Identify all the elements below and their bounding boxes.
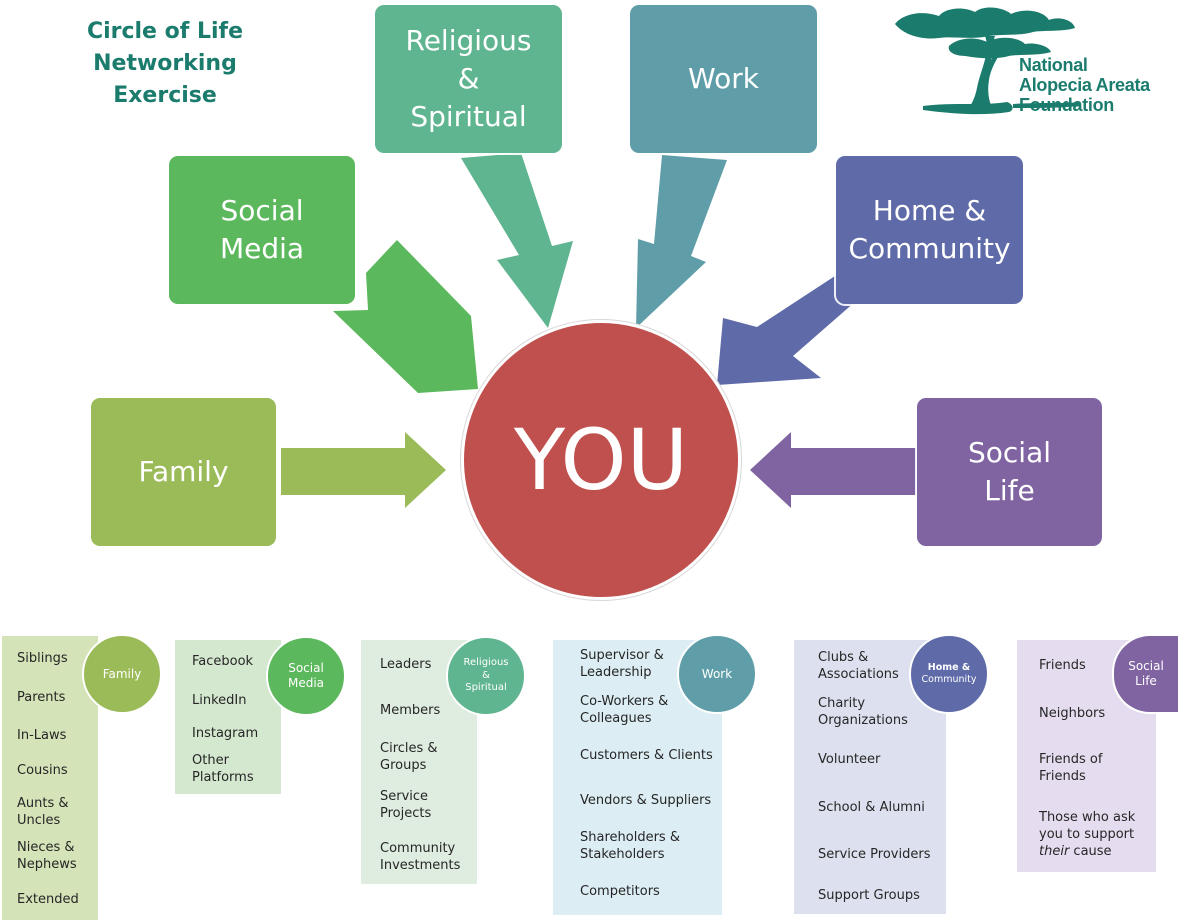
work-item: Vendors & Suppliers bbox=[580, 793, 712, 808]
you-circle: YOU bbox=[461, 320, 741, 600]
title-line-1: Circle of Life bbox=[86, 19, 244, 44]
panel-social-media-bg bbox=[175, 640, 281, 794]
foundation-name: National Alopecia Areata Foundation bbox=[1019, 55, 1150, 115]
home-community-item: Volunteer bbox=[818, 752, 881, 767]
panel-family-circle: Family bbox=[82, 634, 162, 714]
work-item: Shareholders & Stakeholders bbox=[580, 830, 680, 862]
panel-religious-circle: Religious & Spiritual bbox=[446, 636, 526, 716]
social-media-item: Instagram bbox=[192, 726, 259, 741]
family-item: In-Laws bbox=[17, 728, 67, 743]
social-media-item: Other Platforms bbox=[192, 753, 254, 785]
category-box-social-media: Social Media bbox=[169, 156, 355, 304]
panel-religious-circle-label-2: & bbox=[482, 669, 490, 681]
category-religious-label-2: & bbox=[457, 62, 480, 95]
category-religious-label-1: Religious bbox=[405, 24, 532, 57]
family-item: Siblings bbox=[17, 651, 68, 666]
family-item: Aunts & Uncles bbox=[17, 796, 69, 828]
title-line-2: Networking Exercise bbox=[93, 51, 237, 108]
social-life-item: Friends bbox=[1039, 658, 1086, 673]
arrow-family bbox=[281, 432, 446, 508]
social-life-item: Friends of Friends bbox=[1039, 752, 1103, 784]
family-item: Cousins bbox=[17, 763, 68, 778]
category-social-life-label-1: Social bbox=[967, 436, 1051, 469]
panel-religious-circle-label-3: Spiritual bbox=[465, 682, 507, 694]
work-item: Supervisor & Leadership bbox=[580, 648, 664, 680]
panel-work-circle: Work bbox=[677, 634, 757, 714]
panel-family-circle-label: Family bbox=[102, 666, 142, 681]
home-community-item: Support Groups bbox=[818, 888, 920, 903]
religious-item: Service Projects bbox=[380, 789, 432, 821]
panel-religious-circle-label-1: Religious bbox=[463, 657, 509, 669]
religious-item: Circles & Groups bbox=[380, 741, 438, 773]
social-life-item: Those who ask you to support their cause bbox=[1039, 810, 1136, 859]
religious-item: Leaders bbox=[380, 657, 432, 672]
arrow-religious bbox=[461, 153, 573, 328]
social-media-item: LinkedIn bbox=[192, 693, 247, 708]
category-box-home-community: Home & Community bbox=[836, 156, 1023, 304]
panel-social-life-circle-label-1: Social bbox=[1128, 659, 1164, 673]
panel-home-community-circle-label-2: Community bbox=[921, 674, 977, 685]
work-item: Customers & Clients bbox=[580, 748, 713, 763]
arrow-work bbox=[636, 155, 727, 328]
logo-line-1: National bbox=[1019, 55, 1088, 75]
category-box-social-life: Social Life bbox=[917, 398, 1102, 546]
home-community-item: School & Alumni bbox=[818, 800, 925, 815]
home-community-item: Charity Organizations bbox=[818, 696, 908, 728]
category-religious-label-3: Spiritual bbox=[410, 100, 527, 133]
panel-home-community-circle-label-1: Home & bbox=[927, 662, 971, 674]
religious-item: Members bbox=[380, 703, 441, 718]
panel-social-media-circle: Social Media bbox=[266, 636, 346, 716]
panel-social-media-circle-label-1: Social bbox=[288, 661, 324, 675]
category-box-religious: Religious & Spiritual bbox=[375, 5, 562, 153]
emphasis-their: their bbox=[1039, 844, 1070, 859]
category-home-community-label-1: Home & bbox=[872, 194, 987, 227]
panel-work-circle-label: Work bbox=[701, 666, 733, 681]
panel-family-bg bbox=[2, 636, 98, 920]
family-item: Extended bbox=[17, 892, 79, 907]
home-community-item: Service Providers bbox=[818, 847, 931, 862]
panel-home-community-circle: Home & Community bbox=[909, 634, 989, 714]
you-label: YOU bbox=[513, 411, 689, 509]
panel-social-media-circle-label-2: Media bbox=[287, 676, 325, 690]
religious-item: Community Investments bbox=[380, 841, 461, 873]
logo-line-3: Foundation bbox=[1019, 95, 1114, 115]
category-family-label: Family bbox=[138, 455, 229, 488]
arrow-social-media bbox=[333, 240, 478, 393]
logo-line-2: Alopecia Areata bbox=[1019, 75, 1150, 95]
category-home-community-label-2: Community bbox=[848, 232, 1011, 265]
category-social-life-label-2: Life bbox=[984, 474, 1035, 507]
family-item: Nieces & Nephews bbox=[17, 840, 77, 872]
panel-social-life-circle: Social Life bbox=[1112, 634, 1178, 714]
arrow-social-life bbox=[750, 432, 916, 508]
category-social-media-label-1: Social bbox=[220, 194, 304, 227]
panel-social-life-circle-label-2: Life bbox=[1135, 674, 1157, 688]
category-box-work: Work bbox=[630, 5, 817, 153]
work-item: Co-Workers & Colleagues bbox=[580, 694, 669, 726]
category-box-family: Family bbox=[91, 398, 276, 546]
home-community-item: Clubs & Associations bbox=[818, 650, 899, 682]
social-life-item: Neighbors bbox=[1039, 706, 1106, 721]
work-item: Competitors bbox=[580, 884, 660, 899]
social-media-item: Facebook bbox=[192, 654, 254, 669]
page-title: Circle of Life Networking Exercise bbox=[45, 16, 285, 112]
arrow-home-community bbox=[717, 274, 864, 385]
category-social-media-label-2: Media bbox=[219, 232, 305, 265]
family-item: Parents bbox=[17, 690, 66, 705]
category-work-label: Work bbox=[688, 62, 759, 95]
tree-icon bbox=[895, 7, 1079, 115]
